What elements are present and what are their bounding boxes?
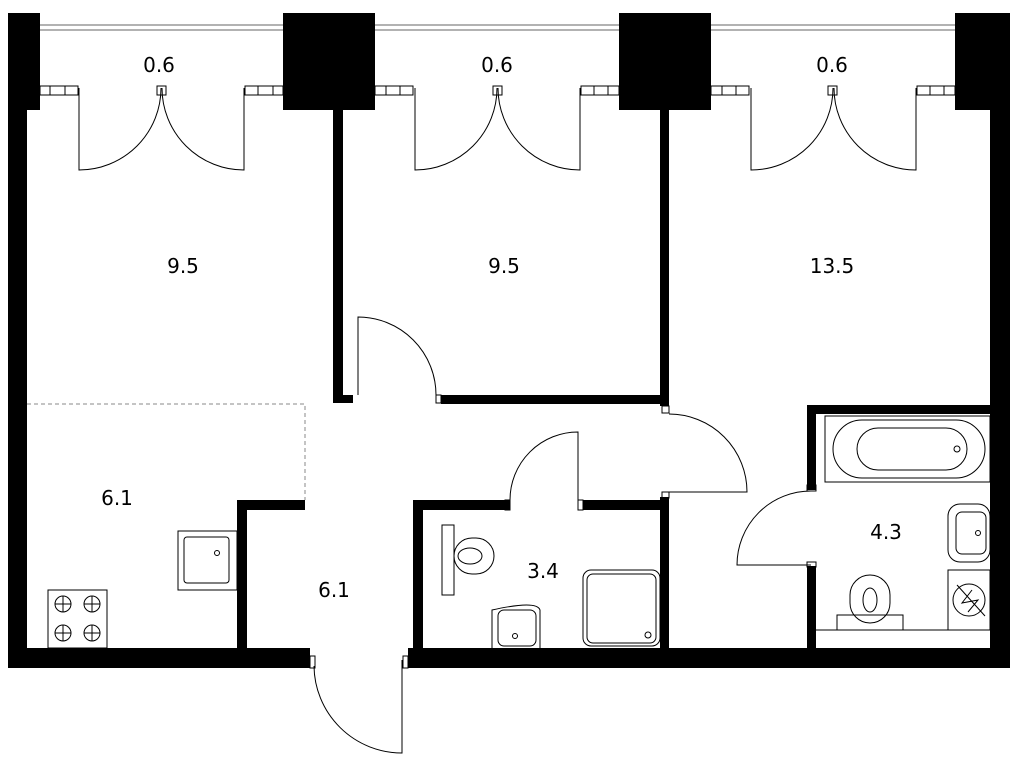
kitchen-zone-divider bbox=[27, 403, 306, 500]
toilet-area: 3.4 bbox=[527, 559, 559, 583]
washing-machine-icon bbox=[947, 569, 991, 631]
kitchen-sink-icon bbox=[177, 530, 238, 591]
room-3-door bbox=[661, 405, 748, 499]
balcony-1-area: 0.6 bbox=[143, 53, 175, 77]
walls bbox=[8, 13, 1010, 668]
room-2-door bbox=[357, 316, 442, 404]
balcony-door-3 bbox=[750, 85, 917, 171]
shower-icon bbox=[582, 569, 661, 647]
washbasin-icon bbox=[491, 604, 541, 648]
balcony-2-area: 0.6 bbox=[481, 53, 513, 77]
balcony-rail bbox=[40, 24, 955, 31]
kitchen-area: 6.1 bbox=[101, 486, 133, 510]
toilet-icon bbox=[441, 524, 495, 596]
room-1-area: 9.5 bbox=[167, 254, 199, 278]
room-2-area: 9.5 bbox=[488, 254, 520, 278]
balcony-3-area: 0.6 bbox=[816, 53, 848, 77]
hallway-area: 6.1 bbox=[318, 578, 350, 602]
bathroom-sink-icon bbox=[947, 503, 991, 563]
windows bbox=[39, 85, 956, 96]
balcony-door-2 bbox=[414, 85, 581, 171]
balcony-door-1 bbox=[78, 85, 245, 171]
bathtub-icon bbox=[824, 415, 991, 483]
room-3-area: 13.5 bbox=[810, 254, 855, 278]
bathroom-area: 4.3 bbox=[870, 520, 902, 544]
stove-icon bbox=[47, 589, 108, 649]
entrance-door bbox=[309, 655, 409, 754]
bathroom-door bbox=[736, 484, 817, 568]
toilet-door bbox=[504, 431, 584, 511]
bathroom-toilet-icon bbox=[816, 574, 990, 631]
